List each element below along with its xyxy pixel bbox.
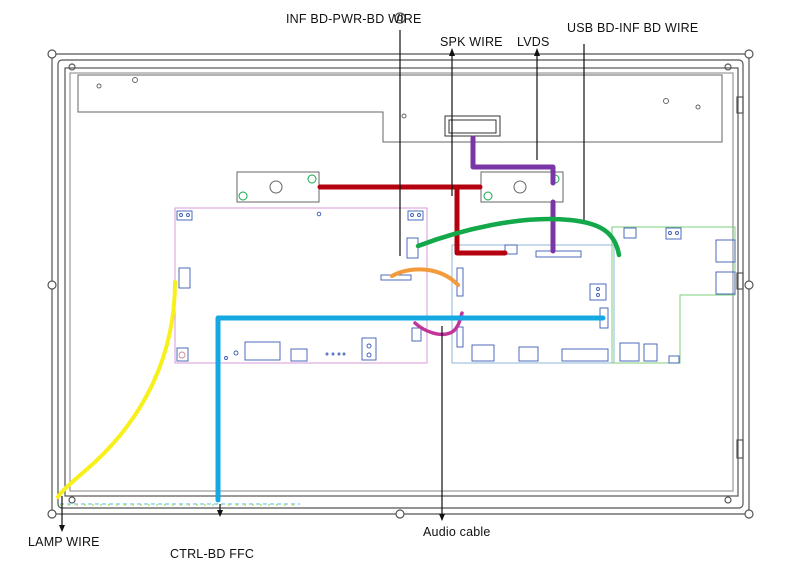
label-lvds: LVDS [517,35,550,49]
leader-lines [61,30,585,530]
interface-board-components [176,210,424,362]
power-board-components [619,227,736,364]
label-usb-inf-wire: USB BD-INF BD WIRE [567,21,699,35]
wire-usb-green [415,216,622,258]
wire-spk-red-drop [454,184,508,256]
wire-lvds-purple [470,135,556,186]
bottom-lamp-strip [60,503,300,506]
main-board [451,244,615,364]
label-inf-pwr-wire: INF BD-PWR-BD WIRE [286,12,422,26]
lvds-connector [444,115,501,137]
wire-lamp-yellow [56,280,177,499]
power-board [611,226,736,364]
label-lamp-wire: LAMP WIRE [28,535,100,549]
wire-orange [390,267,460,287]
interface-board [174,207,428,364]
top-bracket [77,74,723,143]
leader-arrows [59,48,540,532]
label-spk-wire: SPK WIRE [440,35,503,49]
wire-ctrl-ffc-cyan [215,315,606,503]
label-ctrl-ffc: CTRL-BD FFC [170,547,255,561]
wires [56,135,622,503]
label-audio-cable: Audio cable [423,525,491,539]
speaker-module-left [236,171,320,203]
main-board-components [456,244,609,362]
